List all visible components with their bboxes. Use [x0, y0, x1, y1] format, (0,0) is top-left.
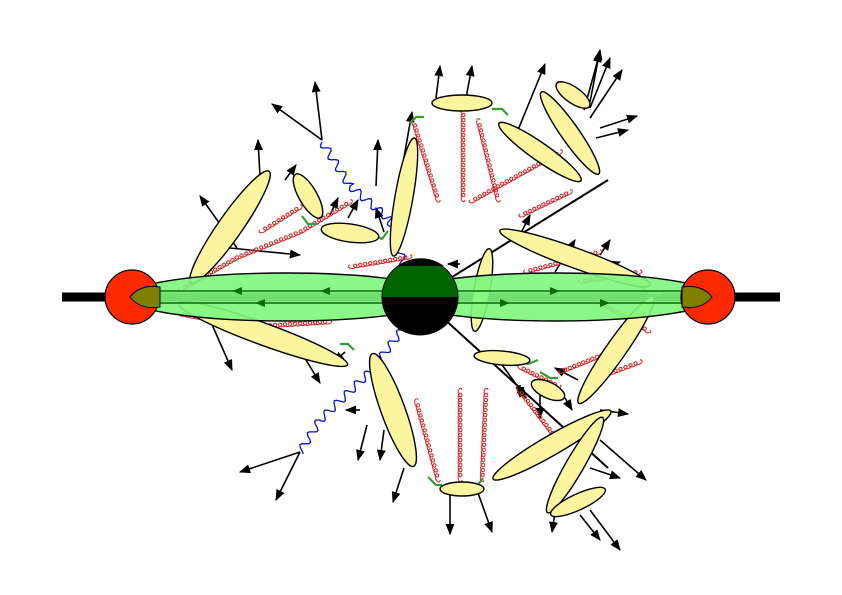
particle-arrow	[311, 80, 323, 141]
particle-arrow	[271, 103, 323, 141]
string-segment	[427, 476, 442, 487]
particle-arrow	[579, 514, 601, 541]
hadron-cluster	[530, 378, 566, 402]
hadron-cluster	[320, 222, 380, 244]
gluon-line	[414, 398, 441, 483]
hadron-cluster	[555, 81, 591, 109]
hadron-cluster	[439, 481, 485, 497]
particle-arrow	[589, 69, 623, 119]
particle-arrow	[589, 467, 622, 480]
hadron-cluster	[368, 352, 418, 468]
particle-arrow	[374, 206, 385, 233]
string-segment	[492, 107, 509, 116]
particle-arrow	[391, 467, 405, 504]
string-segment	[409, 115, 424, 124]
hadron-cluster	[545, 416, 605, 514]
particle-arrow	[238, 451, 301, 474]
hadron-cluster	[498, 121, 582, 183]
particle-arrow	[517, 62, 546, 131]
particle-arrow	[373, 138, 383, 187]
gluon-line	[348, 254, 413, 270]
particle-arrow	[254, 138, 264, 177]
particle-arrow	[599, 114, 639, 129]
gluon-line	[457, 387, 463, 483]
hadronization-clusters	[177, 81, 655, 518]
particle-arrow	[563, 397, 573, 411]
hadron-cluster	[292, 173, 324, 219]
hadron-cluster	[549, 486, 607, 518]
initial-state-shower	[125, 272, 717, 322]
incoming-hadron-right	[680, 269, 736, 325]
particle-arrow	[229, 247, 302, 259]
gluon-line	[476, 118, 501, 203]
hadron-cluster	[539, 91, 601, 175]
particle-arrow	[477, 492, 493, 534]
incoming-hadron-left	[104, 269, 161, 325]
particle-arrow	[275, 451, 301, 502]
string-segment	[301, 215, 318, 226]
hadron-cluster	[389, 137, 419, 257]
gluon-line	[258, 204, 303, 234]
hadron-cluster	[473, 349, 531, 367]
particle-arrow	[589, 56, 611, 109]
gluon-line	[411, 118, 441, 203]
hard-scattering-blob	[381, 258, 459, 336]
particle-arrow	[376, 429, 386, 462]
particle-arrow	[465, 64, 475, 99]
photon-line	[299, 329, 403, 455]
gluon-line	[234, 229, 303, 260]
particle-arrow	[554, 367, 579, 381]
gluon-line	[479, 387, 489, 483]
particle-arrow	[347, 199, 359, 219]
particle-arrow	[356, 424, 368, 462]
particle-arrow	[599, 439, 647, 481]
string-segment	[340, 342, 355, 351]
string-segment	[539, 371, 558, 380]
particle-arrow	[434, 64, 444, 99]
hadron-cluster	[492, 409, 612, 481]
particle-arrow	[595, 128, 630, 139]
particle-arrow	[589, 509, 621, 551]
hadron-cluster	[431, 94, 493, 112]
particle-arrow	[284, 164, 297, 181]
gluon-line	[518, 189, 573, 218]
gluon-line	[460, 107, 466, 203]
particle-arrow	[499, 361, 527, 399]
particle-arrow	[209, 319, 233, 372]
